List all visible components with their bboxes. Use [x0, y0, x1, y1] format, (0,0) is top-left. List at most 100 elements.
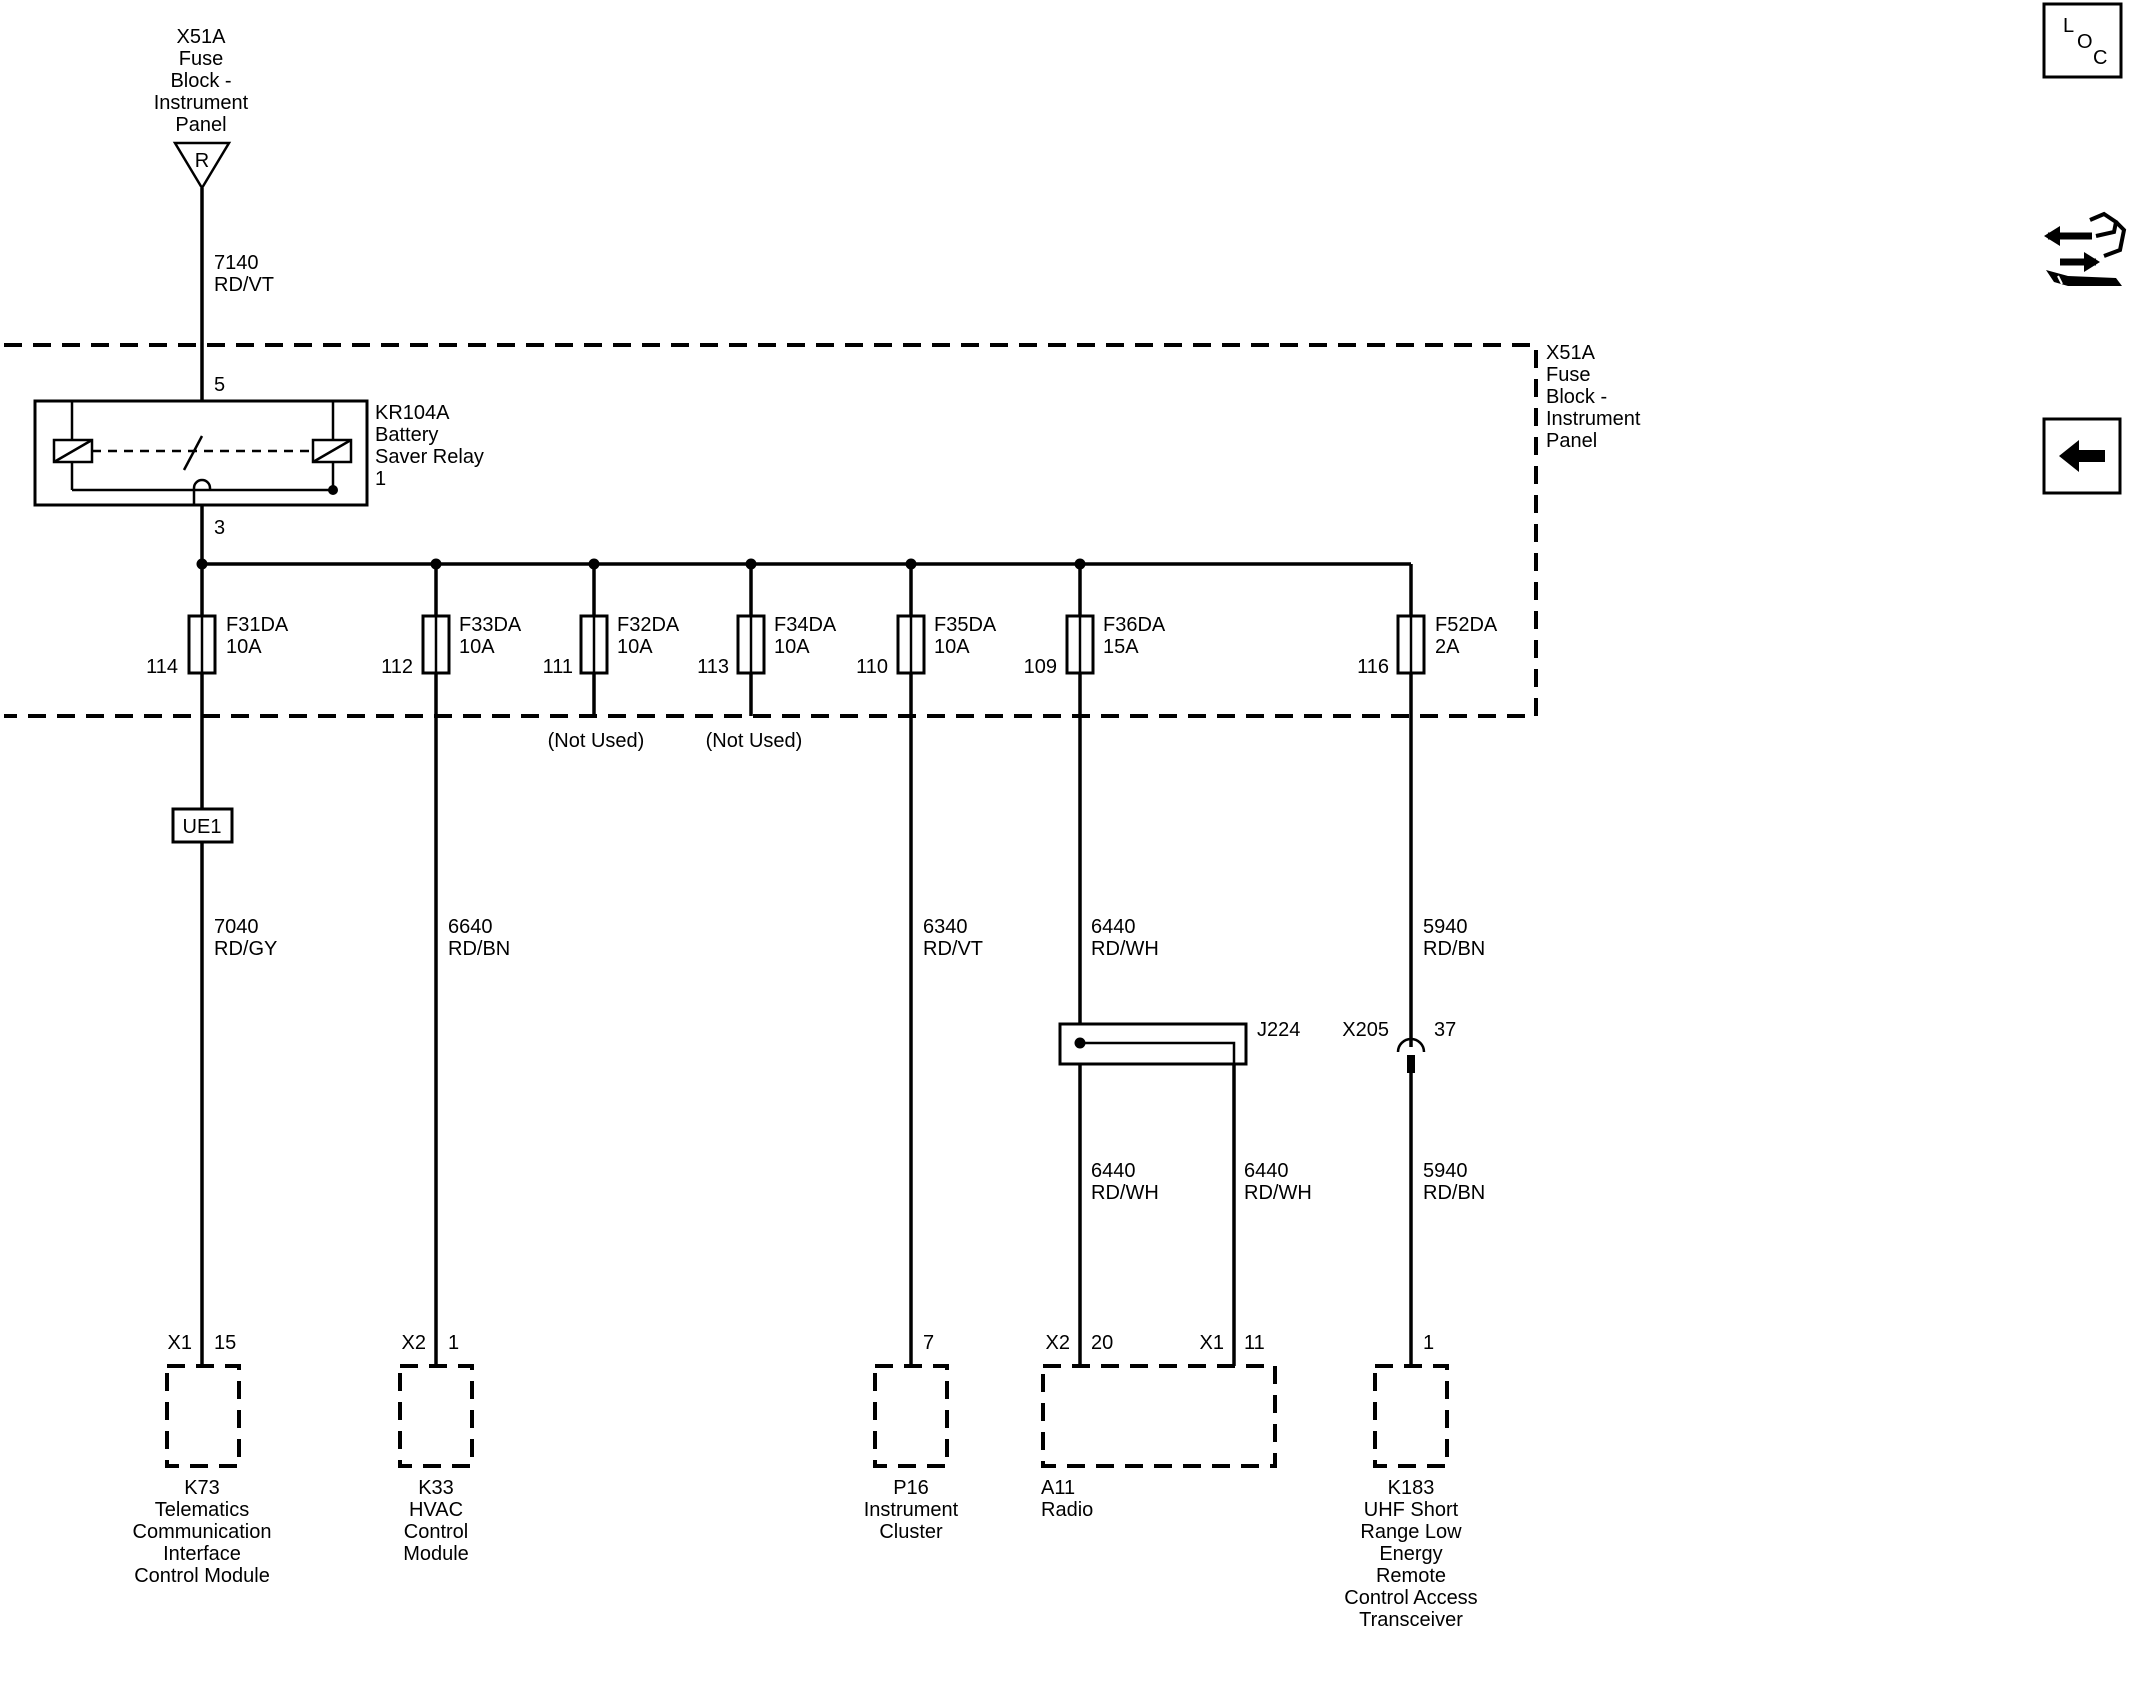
source-name-line: X51A — [177, 26, 227, 48]
module-name-line: Communication — [133, 1521, 272, 1543]
module-k73: X1 15 K73 Telematics Communication Inter… — [133, 1332, 272, 1587]
connector-x205: X205 37 — [1342, 1019, 1456, 1073]
wire-circuit: 6340 — [923, 916, 968, 938]
fuse-rating: 15A — [1103, 636, 1139, 658]
connector-view-button[interactable] — [2044, 211, 2127, 286]
module-name-line: K183 — [1388, 1477, 1435, 1499]
fuse-pin: 113 — [697, 656, 729, 678]
feed-wire-circuit: 7140 — [214, 252, 259, 274]
loc-letter: O — [2077, 31, 2093, 53]
splice-j224-label: J224 — [1257, 1019, 1300, 1041]
module-box — [1373, 1364, 1449, 1468]
source-name-line: Panel — [175, 114, 226, 136]
fuse-pin: 109 — [1024, 656, 1057, 678]
fuse-name: F33DA — [459, 614, 522, 636]
wire-circuit: 6440 — [1244, 1160, 1289, 1182]
fuse-name: F34DA — [774, 614, 837, 636]
module-name-line: Telematics — [155, 1499, 249, 1521]
fuse-name: F36DA — [1103, 614, 1166, 636]
relay-name-line: 1 — [375, 468, 386, 490]
fuse-f33da: F33DA 10A 112 — [381, 564, 522, 678]
module-connector: X2 — [402, 1332, 426, 1354]
module-name-line: UHF Short — [1364, 1499, 1459, 1521]
fuse-rating: 10A — [226, 636, 262, 658]
module-name-line: Transceiver — [1359, 1609, 1463, 1631]
module-box — [873, 1364, 949, 1468]
module-pin: 7 — [923, 1332, 934, 1354]
fuse-pin: 111 — [543, 656, 573, 678]
module-name-line: P16 — [893, 1477, 929, 1499]
module-pin: 20 — [1091, 1332, 1113, 1354]
fuse-f32da: F32DA 10A 111 (Not Used) — [543, 564, 680, 752]
source-label: X51A Fuse Block - Instrument Panel — [154, 26, 249, 136]
module-name-line: Control Access — [1344, 1587, 1477, 1609]
wire-circuit: 6640 — [448, 916, 493, 938]
module-name-line: Module — [403, 1543, 469, 1565]
module-connector: X1 — [168, 1332, 192, 1354]
fuse-f52da: F52DA 2A 116 — [1357, 564, 1498, 678]
module-name-line: Control Module — [134, 1565, 270, 1587]
fuse-block-name-line: X51A — [1546, 342, 1596, 364]
source-terminal-label: R — [195, 150, 209, 172]
module-name-line: Control — [404, 1521, 468, 1543]
wire-color: RD/BN — [448, 938, 510, 960]
loc-icon[interactable] — [2042, 2, 2123, 79]
module-name-line: A11 — [1041, 1477, 1075, 1499]
fuse-f31da: F31DA 10A 114 — [146, 564, 289, 678]
fuse-block-name-line: Instrument — [1546, 408, 1641, 430]
battery-saver-relay: 5 KR104A Battery Saver Relay 1 — [33, 374, 484, 507]
fuse-rating: 10A — [774, 636, 810, 658]
relay-pin-out: 3 — [214, 517, 225, 539]
fuse-rating: 10A — [617, 636, 653, 658]
relay-name-line: Battery — [375, 424, 438, 446]
module-name-line: Energy — [1379, 1543, 1442, 1565]
wire-circuit: 5940 — [1423, 916, 1468, 938]
inline-ue1-label: UE1 — [183, 816, 222, 838]
module-name-line: Instrument — [864, 1499, 959, 1521]
fuse-rating: 10A — [459, 636, 495, 658]
relay-pin-in: 5 — [214, 374, 225, 396]
splice-j224: J224 — [1058, 1019, 1300, 1066]
fuse-pin: 110 — [856, 656, 888, 678]
wire-color: RD/VT — [923, 938, 983, 960]
module-name-line: Remote — [1376, 1565, 1446, 1587]
fuse-name: F32DA — [617, 614, 680, 636]
loc-button[interactable]: L O C — [2042, 2, 2123, 79]
relay-switch-arc — [192, 478, 212, 505]
wire-color: RD/WH — [1244, 1182, 1312, 1204]
wire-circuit: 7040 — [214, 916, 259, 938]
relay-label: KR104A Battery Saver Relay 1 — [375, 402, 484, 490]
module-name-line: HVAC — [409, 1499, 463, 1521]
wire-circuit: 6440 — [1091, 1160, 1136, 1182]
module-k33: X2 1 K33 HVAC Control Module — [398, 1332, 474, 1565]
module-a11-radio: X2 20 X1 11 A11 Radio — [1041, 1332, 1277, 1521]
connector-x205-pin: 37 — [1434, 1019, 1456, 1041]
fuse-f34da: F34DA 10A 113 (Not Used) — [697, 564, 837, 752]
fuse-pin: 114 — [146, 656, 178, 678]
fuse-block-label: X51A Fuse Block - Instrument Panel — [1546, 342, 1641, 452]
fuse-name: F52DA — [1435, 614, 1498, 636]
module-pin: 1 — [1423, 1332, 1434, 1354]
feed-wire-color: RD/VT — [214, 274, 274, 296]
wire-color: RD/GY — [214, 938, 277, 960]
module-name-line: K33 — [418, 1477, 454, 1499]
relay-box — [33, 399, 369, 507]
module-name-line: Cluster — [879, 1521, 943, 1543]
back-button[interactable] — [2042, 417, 2122, 495]
fuse-block-name-line: Block - — [1546, 386, 1607, 408]
fuse-rating: 10A — [934, 636, 970, 658]
connector-harness-icon[interactable] — [2044, 211, 2127, 286]
module-connector: X2 — [1046, 1332, 1070, 1354]
module-box — [398, 1364, 474, 1468]
wire-color: RD/WH — [1091, 938, 1159, 960]
loc-letter: C — [2093, 47, 2107, 69]
module-k183: 1 K183 UHF Short Range Low Energy Remote… — [1344, 1332, 1477, 1631]
relay-name-line: KR104A — [375, 402, 450, 424]
wire-color: RD/BN — [1423, 938, 1485, 960]
module-pin: 15 — [214, 1332, 236, 1354]
wire-color: RD/BN — [1423, 1182, 1485, 1204]
source-name-line: Fuse — [179, 48, 223, 70]
fuse-pin: 112 — [381, 656, 413, 678]
fuse-not-used-note: (Not Used) — [706, 730, 803, 752]
module-p16: 7 P16 Instrument Cluster — [864, 1332, 959, 1543]
